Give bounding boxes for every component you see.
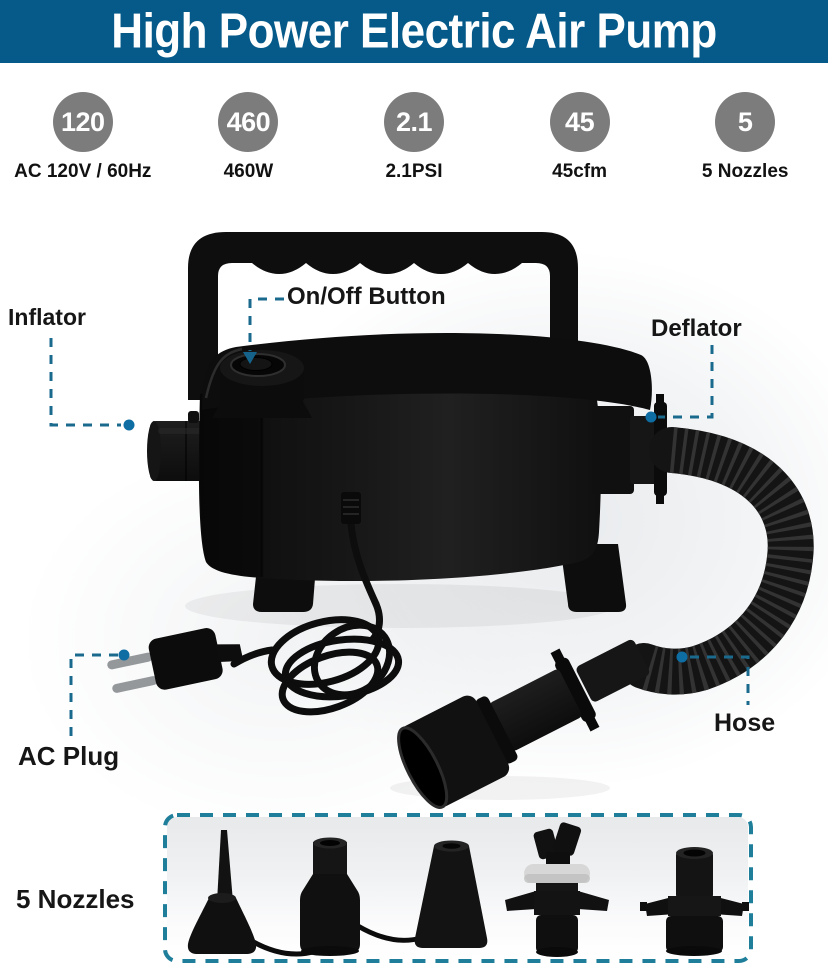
leader-lines bbox=[49, 297, 750, 737]
nozzles-caption: 5 Nozzles bbox=[701, 161, 789, 182]
body-left-shade bbox=[199, 382, 262, 577]
pressure-badge: 2.1 bbox=[383, 92, 444, 152]
page-title: High Power Electric Air Pump bbox=[111, 3, 717, 59]
product-illustration bbox=[20, 232, 828, 963]
on-off-arrow bbox=[243, 352, 257, 364]
spec-item-pressure: 2.1 2.1PSI bbox=[331, 63, 497, 194]
nozzle-2-stepped bbox=[300, 837, 360, 956]
ac-plug-dot bbox=[118, 649, 130, 661]
pressure-caption: 2.1PSI bbox=[385, 161, 443, 182]
hose-nozzle-end bbox=[397, 639, 650, 809]
spec-row: 120 AC 120V / 60Hz 460 460W 2.1 2.1PSI 4… bbox=[0, 63, 828, 194]
carry-handle bbox=[188, 232, 578, 400]
spec-item-wattage: 460 460W bbox=[166, 63, 332, 194]
deflator-dot bbox=[645, 411, 657, 423]
product-diagram: Inflator On/Off Button Deflator AC Plug … bbox=[0, 194, 828, 969]
ac-plug bbox=[107, 628, 244, 693]
air-hose bbox=[621, 427, 814, 695]
nozzle-box-outline bbox=[163, 813, 753, 963]
inflator-dot bbox=[123, 419, 135, 431]
nozzle-4-valve-adapter bbox=[505, 822, 609, 957]
on-off-button bbox=[212, 350, 312, 418]
callout-deflator: Deflator bbox=[651, 315, 742, 342]
deflator-leader bbox=[658, 345, 714, 419]
callout-5-nozzles: 5 Nozzles bbox=[16, 884, 135, 914]
spec-item-nozzles: 5 5 Nozzles bbox=[662, 63, 828, 194]
cover-highlight bbox=[204, 347, 243, 399]
pump-shadow bbox=[185, 584, 615, 628]
leader-dots bbox=[118, 352, 688, 663]
wattage-badge: 460 bbox=[218, 92, 279, 152]
nozzle-1-needle bbox=[187, 830, 257, 954]
hose-leader bbox=[690, 655, 750, 705]
nozzles-badge: 5 bbox=[715, 92, 776, 152]
voltage-badge: 120 bbox=[52, 92, 113, 152]
on-off-leader bbox=[248, 297, 284, 351]
cord-connector bbox=[341, 492, 361, 524]
nozzle-5-flanged bbox=[640, 847, 749, 956]
top-cover bbox=[202, 332, 652, 410]
callout-inflator: Inflator bbox=[8, 304, 86, 330]
nozzle-set bbox=[187, 822, 749, 957]
header-banner: High Power Electric Air Pump bbox=[0, 0, 828, 63]
inflator-leader bbox=[49, 338, 121, 427]
inflator-port bbox=[147, 411, 214, 481]
nozzle-3-cone bbox=[414, 840, 488, 948]
airflow-caption: 45cfm bbox=[552, 161, 608, 182]
power-cord bbox=[230, 520, 403, 716]
voltage-caption: AC 120V / 60Hz bbox=[14, 161, 152, 182]
hose-dot bbox=[676, 651, 688, 663]
callout-on-off-button: On/Off Button bbox=[287, 283, 446, 310]
callout-ac-plug: AC Plug bbox=[18, 741, 120, 771]
spec-item-airflow: 45 45cfm bbox=[497, 63, 663, 194]
spec-item-voltage: 120 AC 120V / 60Hz bbox=[0, 63, 166, 194]
callout-hose: Hose bbox=[714, 709, 776, 737]
pump-body bbox=[198, 383, 602, 582]
wattage-caption: 460W bbox=[223, 161, 274, 182]
airflow-badge: 45 bbox=[549, 92, 610, 152]
